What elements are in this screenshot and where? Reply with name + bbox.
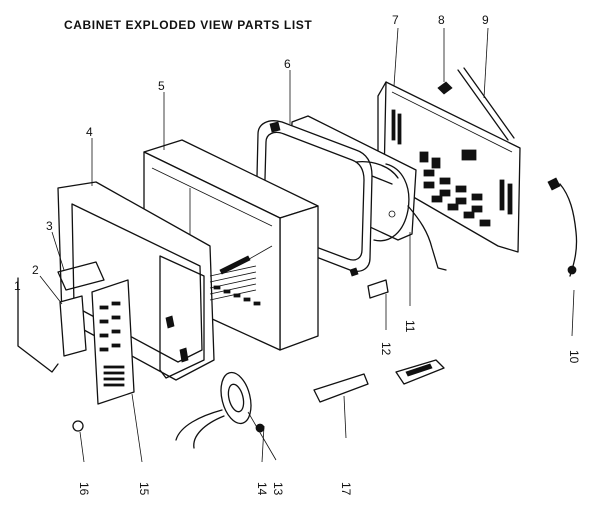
speaker [175, 371, 252, 449]
callout-1-bracket [17, 277, 59, 373]
bracket [59, 295, 87, 357]
leader-lines [39, 27, 575, 463]
callout-2: 2 [32, 263, 39, 277]
callout-8: 8 [438, 13, 445, 27]
mounting-bracket [313, 373, 369, 403]
knob [72, 420, 84, 432]
callout-17: 17 [339, 482, 353, 496]
callout-12: 12 [379, 342, 393, 356]
callout-11: 11 [403, 320, 417, 333]
rear-cover [377, 81, 521, 253]
diagram-title: CABINET EXPLODED VIEW PARTS LIST [64, 18, 313, 32]
callout-14: 14 [255, 482, 269, 496]
callout-3: 3 [46, 219, 53, 233]
callout-4: 4 [86, 125, 93, 139]
power-cord [547, 177, 578, 277]
callout-7: 7 [392, 13, 399, 27]
connector [367, 279, 389, 299]
screw [437, 81, 453, 95]
callout-9: 9 [482, 13, 489, 27]
callout-5: 5 [158, 79, 165, 93]
antenna [457, 67, 515, 141]
remote-control [395, 359, 445, 385]
trim-strip [57, 261, 105, 291]
callout-6: 6 [284, 57, 291, 71]
callout-16: 16 [77, 482, 91, 496]
callout-13: 13 [271, 482, 285, 496]
control-panel [91, 279, 135, 405]
callout-1: 1 [14, 279, 21, 293]
callout-10: 10 [567, 350, 581, 364]
callout-15: 15 [137, 482, 151, 496]
